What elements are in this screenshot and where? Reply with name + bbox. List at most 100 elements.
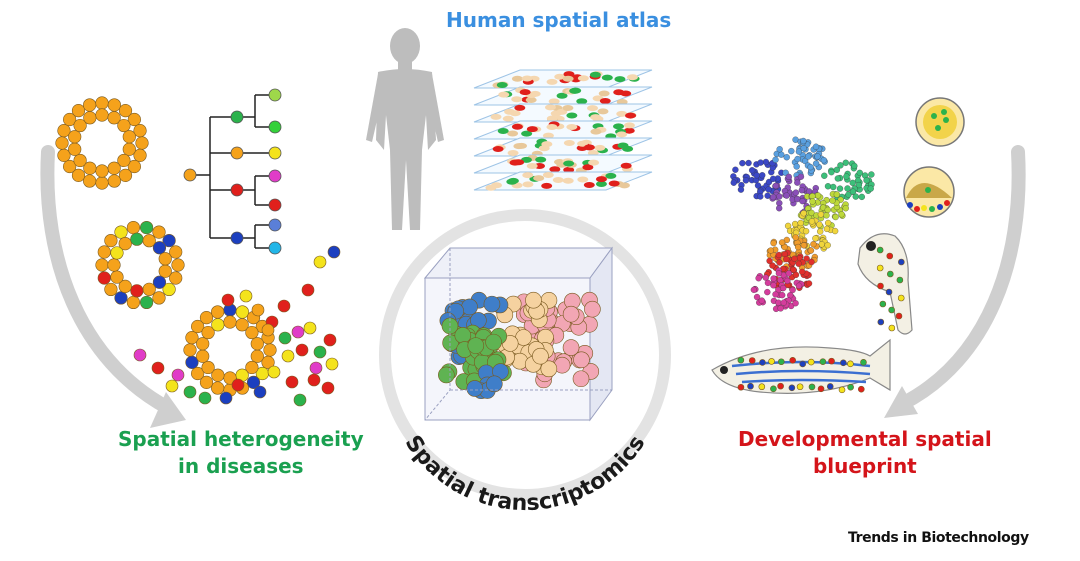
heterogeneity-title-line1: Spatial heterogeneity <box>118 427 364 451</box>
cluster-point <box>753 172 760 179</box>
cluster-point <box>776 259 783 266</box>
cell-dot <box>142 282 156 296</box>
tissue-cell <box>511 123 523 130</box>
cluster-point <box>833 191 841 198</box>
cluster-point <box>757 159 764 166</box>
cell-dot <box>573 351 590 369</box>
cell-dot <box>201 325 215 340</box>
cell-dot <box>828 357 835 365</box>
cell-dot <box>118 168 133 182</box>
cell-dot <box>747 382 754 390</box>
cell-dot <box>97 271 111 285</box>
cell-dot <box>325 357 339 371</box>
cluster-point <box>764 279 772 287</box>
cell-dot <box>748 357 756 364</box>
tissue-cell <box>614 76 626 83</box>
tissue-cell <box>546 78 558 85</box>
cluster-point <box>820 157 828 164</box>
cell-dot <box>110 246 124 260</box>
tissue-cell <box>562 104 574 111</box>
cell-dot <box>267 365 281 379</box>
cluster-point <box>809 198 816 205</box>
cell-dot <box>118 104 133 118</box>
tissue-cell <box>556 92 568 99</box>
cluster-point <box>823 225 831 233</box>
cell-dot <box>278 331 292 345</box>
cell-dot <box>895 312 903 320</box>
tissue-cell <box>525 96 537 103</box>
cell-dot <box>888 324 896 332</box>
cell-dot <box>532 347 549 365</box>
cell-dot <box>71 168 86 182</box>
cell-dot <box>235 305 249 319</box>
cluster-point <box>798 187 805 194</box>
cluster-point <box>863 177 870 184</box>
cell-dot <box>525 291 542 309</box>
cell-dot <box>95 164 109 178</box>
cell-dot <box>107 258 121 272</box>
development-cluster-plot <box>730 136 875 312</box>
tissue-cell <box>502 115 514 122</box>
cell-dot <box>467 337 485 354</box>
cell-dot <box>281 349 295 363</box>
tissue-cell <box>608 180 620 187</box>
cell-dot <box>126 295 141 310</box>
tissue-cell <box>598 90 610 97</box>
tissue-cell <box>541 182 553 189</box>
cluster-point <box>755 275 762 282</box>
cell-dot <box>158 264 172 278</box>
heterogeneity-title-line2: in diseases <box>178 454 304 478</box>
cell-dot <box>261 355 275 369</box>
cell-dot <box>198 391 212 405</box>
tissue-cell <box>535 156 547 163</box>
cluster-point <box>838 211 845 218</box>
cell-dot <box>97 245 111 259</box>
cluster-point <box>772 156 779 163</box>
cluster-point <box>776 205 783 212</box>
cell-dot <box>83 98 97 112</box>
cell-dot <box>826 383 834 390</box>
cluster-point <box>836 185 844 192</box>
cell-dot <box>562 305 580 323</box>
tissue-cell <box>562 75 574 82</box>
cell-dot <box>196 349 210 363</box>
cluster-point <box>824 206 831 214</box>
tissue-cell <box>583 144 595 151</box>
tissue-cell <box>546 115 558 122</box>
cell-dot <box>211 368 225 382</box>
cluster-point <box>785 270 792 277</box>
tissue-cell <box>623 122 635 129</box>
cell-dot <box>158 252 172 266</box>
cluster-point <box>851 162 858 170</box>
tissue-cell <box>616 110 628 117</box>
cell-dot <box>540 360 558 378</box>
cell-dot <box>758 383 766 391</box>
cell-dot <box>107 98 121 112</box>
cluster-point <box>830 183 837 191</box>
cluster-point <box>800 137 807 145</box>
cell-dot <box>133 124 147 138</box>
cluster-point <box>802 157 809 165</box>
tissue-cell <box>582 164 594 171</box>
cell-dot <box>860 358 867 366</box>
cluster-point <box>843 173 850 180</box>
tissue-cell <box>513 159 525 166</box>
cell-dot <box>73 153 87 168</box>
cell-dot <box>886 252 894 260</box>
tissue-cell <box>548 98 560 105</box>
cell-dot <box>151 361 165 375</box>
cluster-point <box>803 255 810 262</box>
right-flow-arrow <box>884 145 1026 418</box>
tissue-cell <box>625 112 637 119</box>
tissue-cell <box>550 110 562 117</box>
tissue-cell <box>577 75 589 82</box>
cell-dot <box>857 385 865 393</box>
cluster-point <box>775 299 782 306</box>
cell-dot <box>285 375 299 389</box>
lineage-tree-icon <box>190 94 275 249</box>
cluster-point <box>789 286 796 294</box>
tissue-cell <box>506 178 518 185</box>
cell-dot <box>133 148 147 162</box>
cluster-point <box>808 218 816 225</box>
cell-dot <box>162 233 176 248</box>
